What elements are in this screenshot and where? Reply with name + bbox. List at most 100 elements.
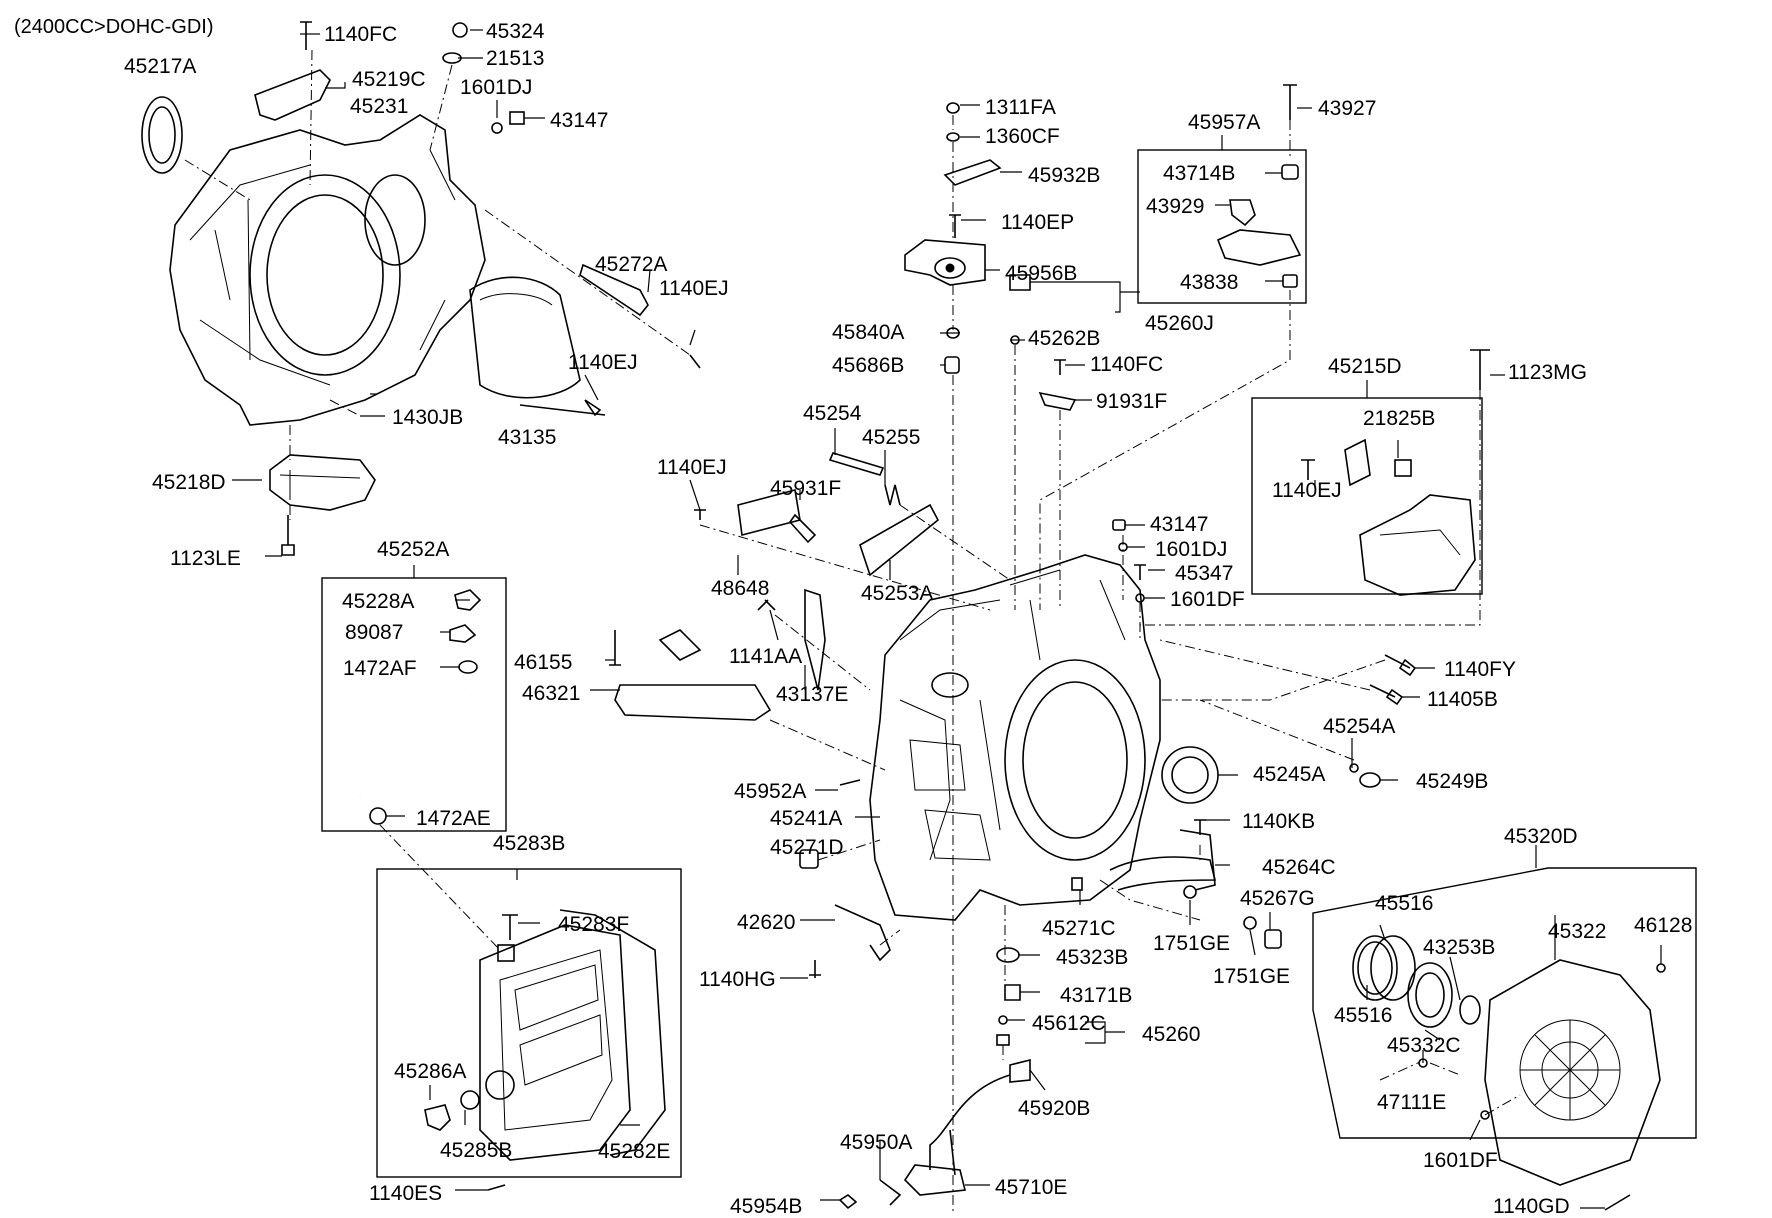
part-label-45217A[interactable]: 45217A [124, 55, 197, 78]
part-label-1311FA[interactable]: 1311FA [985, 96, 1056, 119]
part-label-47111E[interactable]: 47111E [1377, 1091, 1447, 1114]
part-label-43838[interactable]: 43838 [1180, 271, 1239, 294]
transaxle-case-45241A [869, 554, 1161, 921]
part-label-43714B[interactable]: 43714B [1163, 162, 1236, 185]
part-label-45950A[interactable]: 45950A [840, 1131, 913, 1154]
part-label-1123LE[interactable]: 1123LE [170, 547, 241, 570]
part-label-89087[interactable]: 89087 [345, 621, 404, 644]
part-label-45612C[interactable]: 45612C [1032, 1012, 1106, 1035]
part-label-45231[interactable]: 45231 [350, 95, 409, 118]
part-label-1140EJ-4[interactable]: 1140EJ [657, 456, 727, 479]
leader-lines [232, 29, 1662, 1209]
part-label-45283F[interactable]: 45283F [558, 913, 630, 936]
part-label-1601DJ[interactable]: 1601DJ [460, 76, 533, 99]
part-label-1472AF[interactable]: 1472AF [343, 657, 417, 680]
part-label-1140FC-2[interactable]: 1140FC [1090, 353, 1164, 376]
part-label-45956B[interactable]: 45956B [1005, 262, 1078, 285]
part-label-43929[interactable]: 43929 [1146, 195, 1205, 218]
part-label-46155[interactable]: 46155 [514, 651, 573, 674]
part-label-1123MG[interactable]: 1123MG [1508, 361, 1587, 384]
part-label-45516[interactable]: 45516 [1375, 892, 1434, 915]
part-label-1430JB[interactable]: 1430JB [392, 406, 464, 429]
part-label-45323B[interactable]: 45323B [1056, 946, 1129, 969]
part-label-43253B[interactable]: 43253B [1423, 936, 1496, 959]
part-label-45241A[interactable]: 45241A [770, 807, 843, 830]
part-label-46128[interactable]: 46128 [1634, 914, 1693, 937]
part-label-1141AA[interactable]: 1141AA [729, 645, 803, 668]
assembly-lines [184, 49, 1521, 1211]
part-label-45282E[interactable]: 45282E [598, 1140, 671, 1163]
part-label-45249B[interactable]: 45249B [1416, 770, 1489, 793]
part-label-11405B[interactable]: 11405B [1427, 688, 1498, 711]
part-label-1140EJ-2[interactable]: 1140EJ [568, 351, 638, 374]
part-label-43135[interactable]: 43135 [498, 426, 557, 449]
part-label-45952A[interactable]: 45952A [734, 780, 807, 803]
part-label-45254A[interactable]: 45254A [1323, 715, 1396, 738]
part-label-45286A[interactable]: 45286A [394, 1060, 467, 1083]
part-label-45264C[interactable]: 45264C [1262, 856, 1336, 879]
part-label-91931F[interactable]: 91931F [1096, 390, 1168, 413]
part-label-45228A[interactable]: 45228A [342, 590, 415, 613]
part-label-1140HG[interactable]: 1140HG [699, 968, 776, 991]
part-label-45272A[interactable]: 45272A [595, 253, 668, 276]
part-label-1140ES[interactable]: 1140ES [369, 1182, 443, 1205]
part-label-1601DF[interactable]: 1601DF [1170, 588, 1245, 611]
part-label-45271D[interactable]: 45271D [770, 836, 844, 859]
part-label-45267G[interactable]: 45267G [1240, 887, 1315, 910]
part-label-45254[interactable]: 45254 [803, 402, 862, 425]
mount-bracket [1359, 494, 1476, 596]
part-label-45219C[interactable]: 45219C [352, 68, 426, 91]
part-label-45260[interactable]: 45260 [1142, 1023, 1201, 1046]
part-label-45324[interactable]: 45324 [486, 20, 545, 43]
part-label-1360CF[interactable]: 1360CF [985, 125, 1060, 148]
part-label-45840A[interactable]: 45840A [832, 321, 905, 344]
part-label-1751GE-2[interactable]: 1751GE [1213, 965, 1291, 988]
part-label-45320D[interactable]: 45320D [1504, 825, 1578, 848]
part-label-45686B[interactable]: 45686B [832, 354, 905, 377]
part-label-1601DF-2[interactable]: 1601DF [1423, 1149, 1498, 1172]
part-label-21825B[interactable]: 21825B [1363, 407, 1436, 430]
part-label-1140FY[interactable]: 1140FY [1444, 658, 1516, 681]
part-label-45252A[interactable]: 45252A [377, 538, 450, 561]
part-label-45932B[interactable]: 45932B [1028, 164, 1101, 187]
part-label-45245A[interactable]: 45245A [1253, 763, 1326, 786]
part-label-1140KB[interactable]: 1140KB [1242, 810, 1316, 833]
part-label-43171B[interactable]: 43171B [1060, 984, 1133, 1007]
baffle-43135 [469, 276, 581, 399]
part-label-46321[interactable]: 46321 [522, 682, 581, 705]
part-label-42620[interactable]: 42620 [737, 911, 796, 934]
part-label-45954B[interactable]: 45954B [730, 1195, 803, 1218]
part-label-21513[interactable]: 21513 [486, 47, 545, 70]
part-label-45255[interactable]: 45255 [862, 426, 921, 449]
part-label-1140GD[interactable]: 1140GD [1493, 1195, 1570, 1218]
part-label-1140FC[interactable]: 1140FC [324, 23, 398, 46]
part-label-1140EJ-3[interactable]: 1140EJ [1272, 479, 1342, 502]
part-label-1140EJ[interactable]: 1140EJ [659, 277, 729, 300]
part-label-45710E[interactable]: 45710E [995, 1176, 1068, 1199]
part-label-45262B[interactable]: 45262B [1028, 327, 1101, 350]
part-label-45271C[interactable]: 45271C [1042, 917, 1116, 940]
part-label-43147-2[interactable]: 43147 [1150, 513, 1209, 536]
part-label-45215D[interactable]: 45215D [1328, 355, 1402, 378]
part-label-1472AE[interactable]: 1472AE [416, 807, 491, 830]
part-label-1140EP[interactable]: 1140EP [1001, 211, 1075, 234]
part-label-45322[interactable]: 45322 [1548, 920, 1607, 943]
part-label-45931F[interactable]: 45931F [770, 477, 842, 500]
part-label-45218D[interactable]: 45218D [152, 471, 226, 494]
part-label-45347[interactable]: 45347 [1175, 562, 1234, 585]
part-label-43137E[interactable]: 43137E [776, 683, 849, 706]
part-label-45285B[interactable]: 45285B [440, 1139, 513, 1162]
part-label-45920B[interactable]: 45920B [1018, 1097, 1091, 1120]
part-label-48648[interactable]: 48648 [711, 577, 770, 600]
part-label-45283B[interactable]: 45283B [493, 832, 566, 855]
part-label-45957A[interactable]: 45957A [1188, 111, 1261, 134]
part-label-45516-2[interactable]: 45516 [1334, 1004, 1393, 1027]
part-label-1601DJ-2[interactable]: 1601DJ [1155, 538, 1228, 561]
part-label-43927[interactable]: 43927 [1318, 97, 1377, 120]
part-label-1751GE[interactable]: 1751GE [1153, 932, 1231, 955]
part-label-45260J[interactable]: 45260J [1145, 312, 1214, 335]
part-label-45253A[interactable]: 45253A [861, 582, 934, 605]
part-label-45332C[interactable]: 45332C [1387, 1034, 1461, 1057]
part-label-43147[interactable]: 43147 [550, 109, 609, 132]
